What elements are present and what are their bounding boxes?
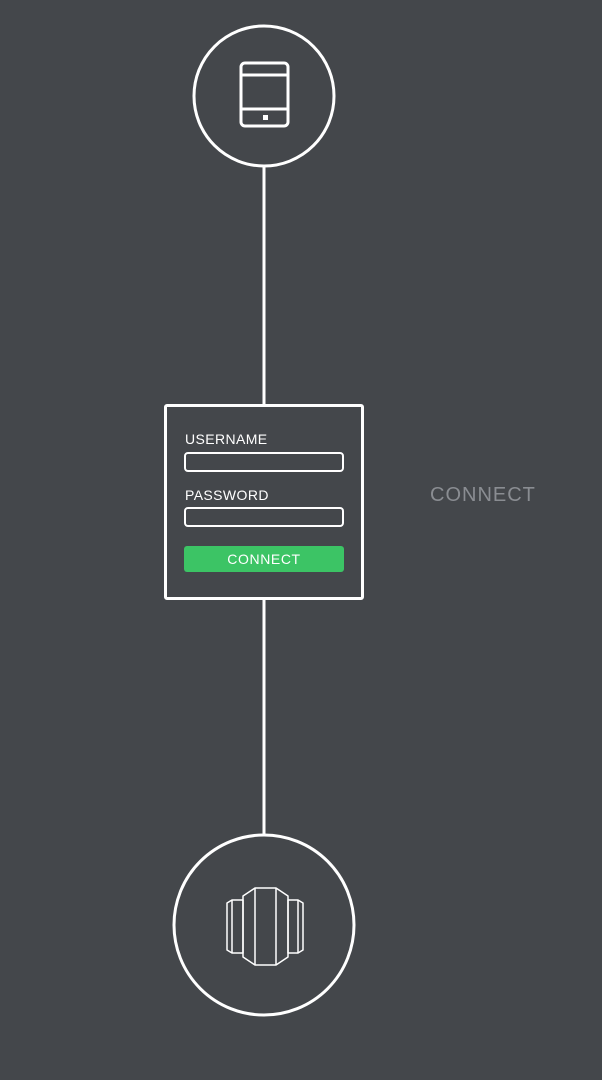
device-node: [192, 24, 336, 168]
password-input[interactable]: [184, 507, 344, 527]
step-label-connect: CONNECT: [430, 484, 536, 506]
username-label: USERNAME: [185, 431, 268, 447]
password-label: PASSWORD: [185, 487, 269, 503]
login-form: USERNAME PASSWORD CONNECT: [164, 404, 364, 600]
tablet-home-dot: [263, 115, 268, 120]
server-node: [172, 833, 356, 1017]
device-node-circle: [192, 24, 336, 168]
connect-button[interactable]: CONNECT: [184, 546, 344, 572]
username-input[interactable]: [184, 452, 344, 472]
server-node-circle: [172, 833, 356, 1017]
tablet-icon: [239, 61, 290, 128]
server-cluster-icon: [226, 887, 304, 966]
